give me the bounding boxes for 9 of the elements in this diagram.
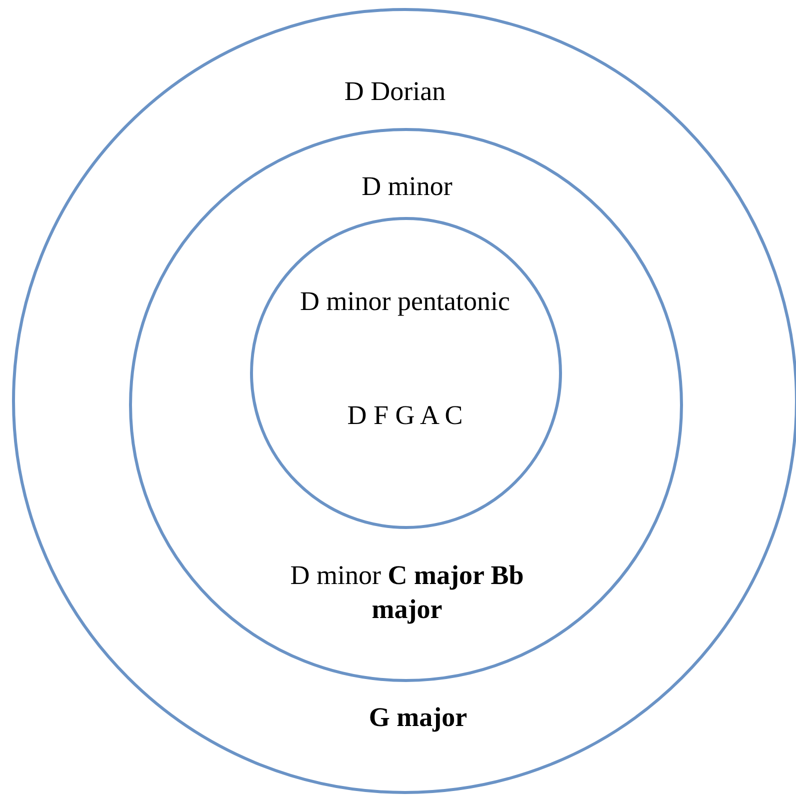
circle: [12, 8, 796, 794]
circle-label: D minor pentatonic: [299, 285, 511, 318]
circle-label: D F G A C: [346, 399, 464, 432]
circle-label: D Dorian: [343, 75, 447, 108]
circle-label: D minor: [360, 170, 454, 203]
circle-label: G major: [368, 701, 468, 734]
circle: [129, 128, 683, 682]
circle-label: D minor C major Bb major: [289, 559, 525, 626]
circle: [250, 217, 562, 529]
